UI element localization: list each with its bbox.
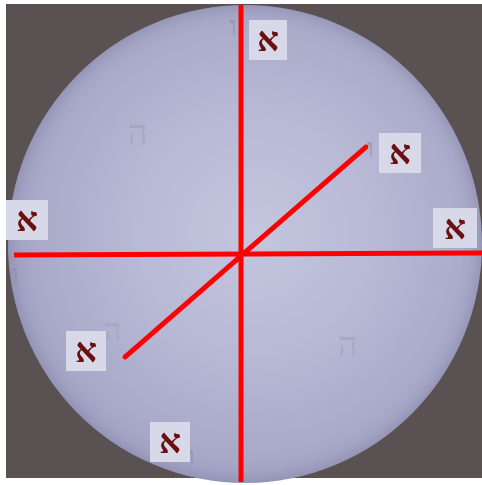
- aleph-label-lower-left: א: [66, 331, 106, 371]
- aleph-label-bottom: א: [150, 422, 190, 462]
- aleph-label-top: א: [249, 20, 287, 60]
- aleph-label-upper-right: א: [379, 133, 421, 173]
- horizontal-axis-line: [14, 253, 482, 255]
- aleph-label-right: א: [433, 208, 477, 248]
- aleph-label-left: א: [6, 200, 48, 240]
